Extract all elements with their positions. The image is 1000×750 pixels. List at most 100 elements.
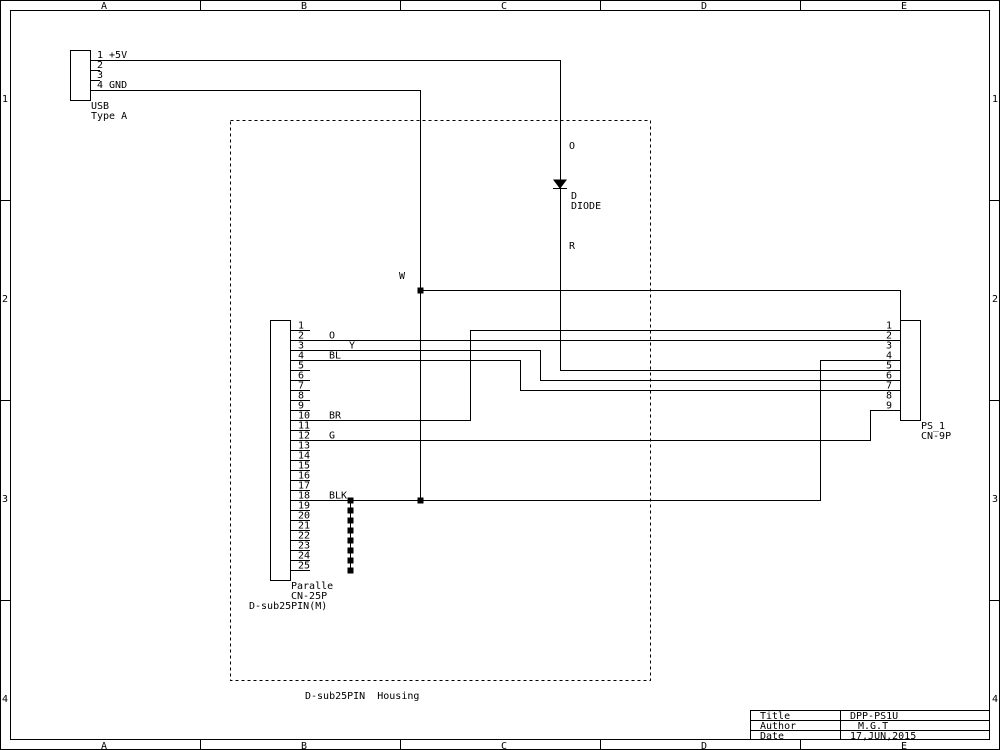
ps-pin-7: 7 [886,381,892,392]
frame-row-3-right: 3 [992,494,998,505]
frame-col-b-top: B [301,1,307,12]
ps-pin-2: 2 [886,331,892,342]
housing-outline [230,120,651,681]
title-label: Title [760,711,790,722]
junction-dot [347,517,354,524]
parallel-pin-20: 20 [298,511,310,522]
ps-pin-5: 5 [886,361,892,372]
usb-name: USB [91,101,109,112]
frame-col-c-bottom: C [501,741,507,750]
ps-pin-9: 9 [886,401,892,412]
frame-row-4-left: 4 [2,694,8,705]
frame-col-e-bottom: E [901,741,907,750]
parallel-pin-2: 2 [298,331,304,342]
parallel-pin-19: 19 [298,501,310,512]
interconnect-wires [310,330,900,570]
frame-row-2-left: 2 [2,294,8,305]
junction-dot [347,507,354,514]
date-label: Date [760,731,784,742]
diode-wire-label-bottom: R [569,241,576,252]
frame-column-labels: A B C D E A B C D [101,1,907,750]
frame-col-a-bottom: A [101,741,107,750]
frame-row-2-right: 2 [992,294,998,305]
junction-dot [347,497,354,504]
parallel-pin-16: 16 [298,471,310,482]
junction-dot [347,547,354,554]
parallel-pin-7: 7 [298,381,304,392]
frame-col-d-top: D [701,1,707,12]
ps-pin-4: 4 [886,351,892,362]
parallel-pin-13: 13 [298,441,310,452]
junction-dot [417,287,424,294]
ps-pin-1: 1 [886,321,892,332]
diode-symbol [553,179,567,189]
usb-connector: 1 +5V 2 3 4 GND USB Type A [70,50,560,122]
author-value: M.G.T [858,721,888,732]
usb-connector-body [70,50,91,101]
junction-dot [347,567,354,574]
parallel-pin-15: 15 [298,461,310,472]
parallel-pin-labels: 1234567891011121314151617181920212223242… [298,321,310,572]
author-label: Author [760,721,796,732]
frame-col-c-top: C [501,1,507,12]
parallel-name: Paralle [291,581,333,592]
title-block [750,710,990,740]
net-w: W [399,90,901,504]
usb-pin-3: 3 [97,70,103,81]
parallel-pin-25: 25 [298,561,310,572]
parallel-ref: CN-25P [291,591,327,602]
parallel-pin-4: 4 [298,351,304,362]
wire-label-y: Y [349,341,355,352]
parallel-type: D-sub25PIN(M) [249,601,327,612]
wire-label-g: G [329,431,335,442]
diode-wire-label-top: O [569,141,575,152]
parallel-pin-21: 21 [298,521,310,532]
parallel-connector-body [270,320,291,581]
parallel-pin-22: 22 [298,531,310,542]
ps-connector-body [900,320,921,421]
parallel-pin-10: 10 [298,411,310,422]
junction-dot [347,557,354,564]
parallel-pin-24: 24 [298,551,310,562]
parallel-pin-9: 9 [298,401,304,412]
usb-pin-1: 1 +5V [97,50,127,61]
ground-bus-junctions [347,497,354,574]
title-value: DPP-PS1U [850,711,898,722]
parallel-pin-14: 14 [298,451,310,462]
parallel-pin-6: 6 [298,371,304,382]
diode-ref: D [571,191,577,202]
parallel-pin-12: 12 [298,431,310,442]
ps-pin-3: 3 [886,341,892,352]
parallel-pin-stubs [290,330,310,571]
ps-name: PS_1 [921,421,945,432]
wire-label-blk: BLK [329,491,347,502]
usb-type: Type A [91,111,127,122]
diode-name: DIODE [571,201,601,212]
frame-col-b-bottom: B [301,741,307,750]
usb-pin-4: 4 GND [97,80,127,91]
frame-col-e-top: E [901,1,907,12]
wire-label-br: BR [329,411,342,422]
frame-col-a-top: A [101,1,107,12]
parallel-pin-1: 1 [298,321,304,332]
parallel-connector: 1234567891011121314151617181920212223242… [249,320,355,612]
frame-row-1-right: 1 [992,94,998,105]
ps-pin-8: 8 [886,391,892,402]
frame-col-d-bottom: D [701,741,707,750]
junction-dot [347,537,354,544]
junction-dot [347,527,354,534]
usb-pin-2: 2 [97,60,103,71]
parallel-pin-23: 23 [298,541,310,552]
ps-ref: CN-9P [921,431,951,442]
parallel-pin-8: 8 [298,391,304,402]
diode: O D DIODE R [553,60,601,371]
wire-label-bl: BL [329,351,341,362]
parallel-pin-17: 17 [298,481,310,492]
frame-row-1-left: 1 [2,94,8,105]
frame-row-3-left: 3 [2,494,8,505]
